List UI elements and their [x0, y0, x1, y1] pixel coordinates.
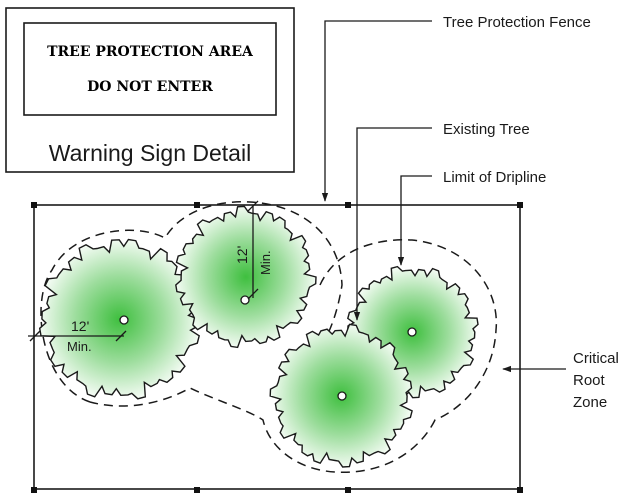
leader-fence	[321, 20, 432, 202]
fence-post	[194, 202, 200, 208]
canopy-tree-2	[175, 205, 317, 349]
vertical-dimension-unit: Min.	[258, 250, 273, 275]
leader-dripline	[397, 175, 432, 266]
crz-boundary-left	[40, 201, 343, 403]
callout-crz-line-2: Root	[573, 372, 606, 389]
trunk-marker	[119, 315, 129, 325]
callout-dripline-label: Limit of Dripline	[443, 169, 546, 186]
fence-post	[31, 202, 37, 208]
callout-fence-label: Tree Protection Fence	[443, 14, 591, 31]
tree-protection-fence	[31, 202, 523, 493]
trunk-marker	[240, 295, 250, 305]
fence-post	[194, 487, 200, 493]
dimension-tick	[247, 288, 259, 300]
crz-boundary-right	[89, 239, 498, 473]
fence-post	[517, 202, 523, 208]
fence-outline	[33, 204, 521, 490]
trunk-marker	[407, 327, 417, 337]
warning-sign-detail: TREE PROTECTION AREA DO NOT ENTER Warnin…	[5, 7, 295, 173]
dimension-vertical	[247, 200, 259, 300]
horizontal-dimension-value: 12'	[71, 318, 89, 334]
vertical-dimension-value: 12'	[234, 246, 250, 264]
callout-leaders	[321, 20, 566, 373]
horizontal-dimension-unit: Min.	[67, 339, 92, 354]
sign-line-1: TREE PROTECTION AREA	[47, 44, 254, 60]
fence-post	[345, 487, 351, 493]
sign-caption: Warning Sign Detail	[49, 140, 251, 166]
leader-existing-tree	[353, 127, 432, 321]
dimension-tick	[29, 330, 41, 342]
critical-root-zone	[40, 201, 498, 473]
callout-crz-line-3: Zone	[573, 394, 607, 411]
sign-line-2: DO NOT ENTER	[87, 79, 213, 95]
callout-existing-tree-label: Existing Tree	[443, 121, 530, 138]
dimension-horizontal	[28, 330, 127, 342]
callout-crz-line-1: Critical	[573, 350, 619, 367]
dimension-tick	[115, 330, 127, 342]
sign-panel	[23, 22, 277, 116]
trunk-marker	[337, 391, 347, 401]
fence-post	[345, 202, 351, 208]
dimension-tick	[247, 200, 259, 212]
fence-post	[517, 487, 523, 493]
fence-post	[31, 487, 37, 493]
tree-canopies	[38, 205, 479, 468]
